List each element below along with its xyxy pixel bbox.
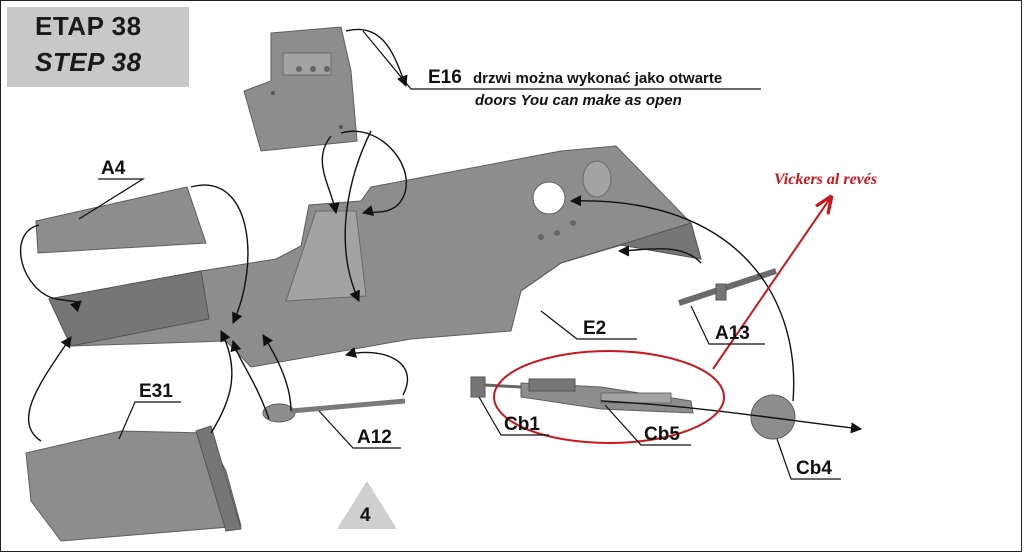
part-e31-side	[195, 425, 242, 532]
step-header: ETAP 38 STEP 38	[7, 7, 189, 87]
vickers-highlight	[493, 350, 725, 444]
part-a13	[678, 268, 777, 306]
label-a13: A13	[715, 323, 750, 344]
label-e16: E16	[428, 67, 462, 88]
part-a12	[262, 398, 406, 423]
part-e31	[25, 430, 242, 542]
label-cb1: Cb1	[504, 414, 540, 435]
step-title-pl: ETAP 38	[35, 11, 142, 41]
label-a4: A4	[101, 158, 126, 179]
note-en: doors You can make as open	[475, 92, 682, 109]
step-title-en: STEP 38	[35, 47, 142, 77]
part-cb5-vickers	[520, 378, 694, 414]
label-leaders	[78, 30, 841, 480]
label-e2: E2	[583, 318, 606, 339]
vickers-arrow	[712, 197, 831, 370]
part-cb1	[470, 376, 522, 398]
part-e16-door	[243, 26, 358, 152]
part-e2-hull	[48, 145, 702, 368]
reference-number: 4	[360, 505, 371, 526]
part-a4	[35, 186, 207, 254]
label-e31: E31	[139, 381, 173, 402]
label-cb5: Cb5	[644, 424, 680, 445]
label-a12: A12	[357, 427, 392, 448]
reference-triangle: 4	[337, 481, 397, 529]
label-cb4: Cb4	[796, 458, 832, 479]
part-cb4	[750, 394, 796, 440]
vickers-note: Vickers al revés	[774, 171, 877, 188]
assembly-arrows	[20, 28, 863, 442]
note-pl: drzwi można wykonać jako otwarte	[473, 70, 722, 87]
